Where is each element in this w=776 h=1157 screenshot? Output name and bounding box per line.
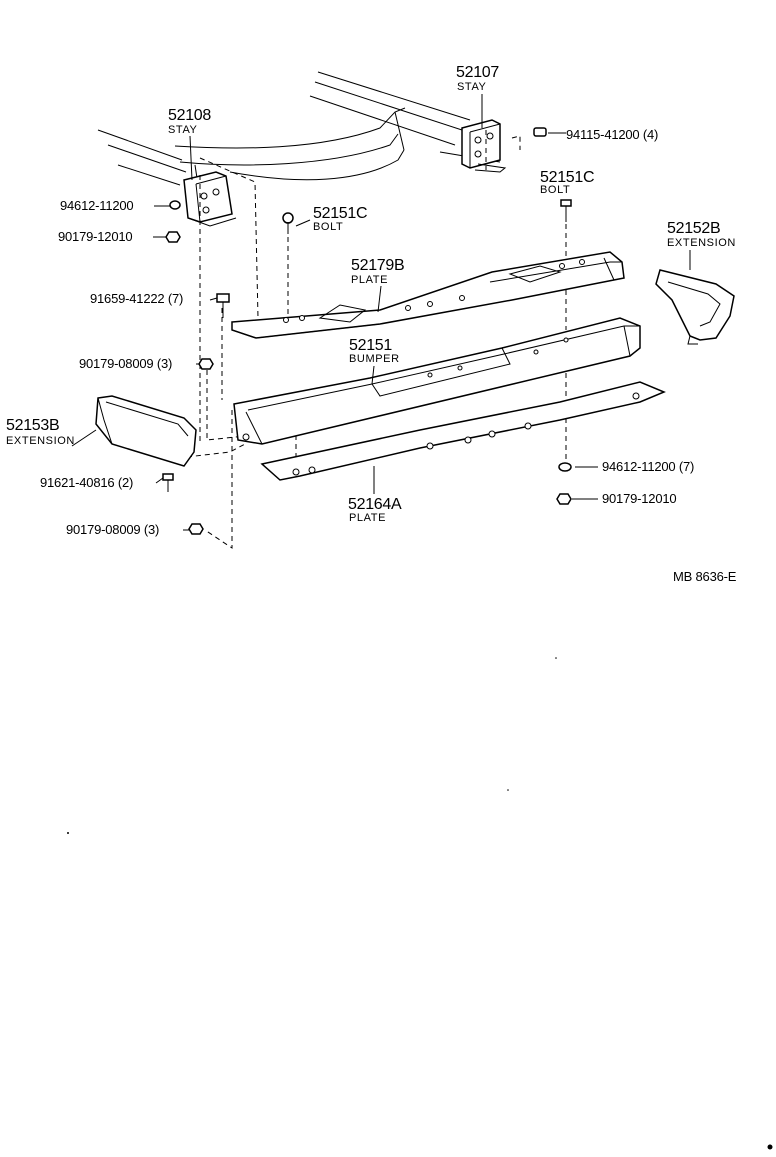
part-number-label: 52151C xyxy=(313,205,368,222)
part-number-label: 94612-11200 xyxy=(60,198,134,213)
part-number-label: 91659-41222 (7) xyxy=(90,291,184,306)
part-number-label: 94115-41200 (4) xyxy=(566,127,659,142)
stay-52107 xyxy=(461,119,507,173)
diagram-code: MB 8636-E xyxy=(673,569,737,584)
part-name-label: EXTENSION xyxy=(6,435,75,447)
part-name-label: STAY xyxy=(457,81,487,93)
bumper-52151 xyxy=(233,317,641,445)
extension-52152b xyxy=(655,269,735,345)
part-name-label: BOLT xyxy=(313,221,344,233)
part-number-label: 94612-11200 (7) xyxy=(602,459,695,474)
part-number-label: 90179-12010 xyxy=(602,491,677,506)
part-number-label: 52151 xyxy=(349,337,392,354)
part-number-label: 52152B xyxy=(667,220,721,237)
part-number-label: 90179-12010 xyxy=(58,229,133,244)
extension-52153b xyxy=(95,395,197,467)
part-number-label: 52164A xyxy=(348,496,402,513)
frame-rails xyxy=(97,71,501,199)
part-number-label: 91621-40816 (2) xyxy=(40,475,134,490)
part-number-label: 90179-08009 (3) xyxy=(66,522,160,537)
part-name-label: PLATE xyxy=(349,512,387,524)
part-name-label: BUMPER xyxy=(349,353,400,365)
part-number-label: 52179B xyxy=(351,257,405,274)
part-number-label: 52107 xyxy=(456,64,499,81)
part-number-label: 52108 xyxy=(168,107,211,124)
leader-lines xyxy=(71,94,691,531)
part-number-label: 52151C xyxy=(540,169,595,186)
part-name-label: PLATE xyxy=(351,274,389,286)
hardware xyxy=(162,127,572,535)
part-number-label: 90179-08009 (3) xyxy=(79,356,173,371)
part-name-label: EXTENSION xyxy=(667,237,736,249)
part-name-label: BOLT xyxy=(540,184,571,196)
plate-52164a xyxy=(260,381,666,481)
part-number-label: 52153B xyxy=(6,417,60,434)
part-name-label: STAY xyxy=(168,124,198,136)
alignment-lines xyxy=(177,130,567,549)
stay-52108 xyxy=(183,171,237,227)
scan-specks xyxy=(67,657,773,1150)
plate-52179b xyxy=(231,251,625,339)
